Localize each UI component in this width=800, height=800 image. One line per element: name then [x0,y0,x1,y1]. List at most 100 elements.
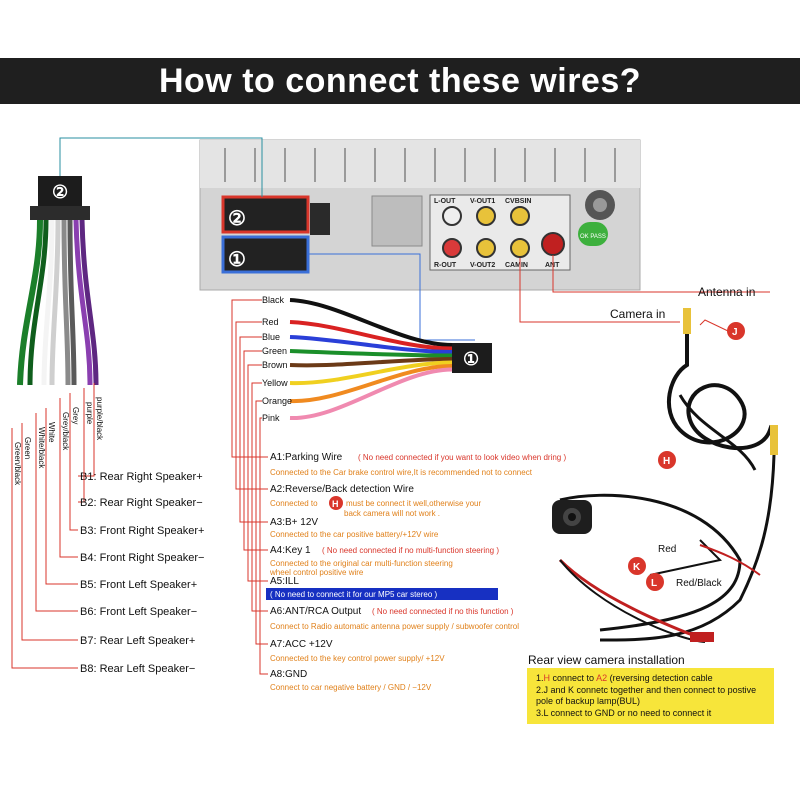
a6-label: A6:ANT/RCA Output [270,606,361,617]
left-wire-label: Green [23,437,32,459]
install-step-2b: pole of backup lamp(BUL) [536,696,640,706]
left-leader-line [78,388,85,503]
left-pin-list: B1: Rear Right Speaker+ B2: Rear Right Sp… [11,383,204,675]
left-pin-row: B3: Front Right Speaker+ [69,393,204,537]
a1-desc: Connected to the Car brake control wire,… [270,468,533,477]
a4-note: ( No need connected if no multi-function… [322,546,499,555]
marker-k-label: K [633,562,641,573]
a3-label: A3:B+ 12V [270,517,318,528]
right-wire-label: Black [262,295,285,305]
left-wire-label: Grey [71,407,80,424]
left-leader-line [59,398,78,558]
left-wire-label: purple/black [95,397,104,441]
wire-red-black-label: Red/Black [676,578,723,589]
a2-marker: H [332,499,339,509]
camera-in-line [519,258,680,323]
left-wire-color-0: purple/black [95,397,104,441]
right-wire-pink [289,367,453,421]
left-wire-color-4: White [47,422,56,443]
a2-label: A2:Reverse/Back detection Wire [270,484,414,495]
left-wire-color-1: purple [85,402,94,425]
rca-ports [442,206,565,258]
port-vout1: V-OUT1 [470,198,495,205]
connector-2-socket [221,195,330,235]
right-leader-line [247,364,268,582]
a2-desc-a: Connected to [270,499,318,508]
a6-desc: Connect to Radio automatic antenna power… [270,622,519,631]
a2-desc-c: back camera will not work . [344,509,440,518]
left-plug-label: ② [52,182,68,202]
a5-highlight-bg [266,588,498,600]
marker-l-label: L [651,578,657,589]
right-leader-lines [231,299,268,675]
a5-highlight: ( No need to connect it for our MP5 car … [270,590,438,599]
left-harness [17,176,99,386]
left-leader-line [69,393,78,531]
left-leader-line [78,383,95,477]
port-lout: L-OUT [434,198,456,205]
right-wire-label: Brown [262,360,288,370]
marker-j-label: J [732,327,738,338]
left-pin-label: B4: Front Right Speaker− [80,552,204,564]
a6-note: ( No need connected if no this function … [372,607,514,616]
right-wire-label: Orange [262,396,292,406]
left-pin-label: B1: Rear Right Speaker+ [80,471,203,483]
left-pin-row: B4: Front Right Speaker− [59,398,204,564]
right-pin-descriptions: A1:Parking Wire ( No need connected if y… [266,452,566,692]
link-connector-2 [59,137,263,197]
left-pin-row: B5: Front Left Speaker+ [45,408,197,591]
left-wire-color-3: Grey/black [61,412,70,451]
wire-red-label: Red [658,544,676,555]
socket-2-label: ② [228,208,246,230]
left-wire-color-5: White/black [37,427,46,469]
left-wire-label: Grey/black [61,412,70,451]
marker-h [658,451,676,469]
right-leader-line [231,299,268,458]
port-rout: R-OUT [434,262,457,269]
right-wire-yellow [289,360,453,386]
right-plug-label: ① [463,349,479,369]
left-leader-line [35,413,78,612]
right-wire-green [289,349,453,358]
left-pin-row: B1: Rear Right Speaker+ [78,383,203,483]
left-pin-label: B3: Front Right Speaker+ [80,525,204,537]
left-pin-label: B6: Front Left Speaker− [80,606,197,618]
left-pin-label: B7: Rear Left Speaker+ [80,635,195,647]
right-leader-line [259,417,268,675]
left-wire-color-2: Grey [71,407,80,424]
left-pin-row: B6: Front Left Speaker− [35,413,197,618]
left-pin-label: B8: Rear Left Speaker− [80,663,195,675]
left-wire-label: purple [85,402,94,425]
a4-desc2: wheel control positive wire [269,568,364,577]
right-wire-label: Pink [262,413,280,423]
link-connector-1 [308,253,475,341]
a5-label: A5:ILL [270,576,299,587]
a1-label: A1:Parking Wire [270,452,343,463]
right-harness-wires [289,298,453,421]
a4-desc: Connected to the original car multi-func… [270,559,453,568]
left-wire-label: White [47,422,56,443]
antenna-label: Antenna in [698,285,755,299]
right-leader-line [255,400,268,645]
right-wire-label: Blue [262,332,280,342]
a4-label: A4:Key 1 [270,545,311,556]
right-wire-red [289,320,453,351]
left-pin-row: B2: Rear Right Speaker− [78,388,203,509]
a8-label: A8:GND [270,669,307,680]
right-wire-orange [289,364,453,404]
right-wire-black [289,298,453,347]
left-pin-label: B2: Rear Right Speaker− [80,497,203,509]
a7-desc: Connected to the key control power suppl… [270,654,445,663]
right-wire-blue [289,335,453,354]
right-wire-label: Red [262,317,279,327]
port-vout2: V-OUT2 [470,262,495,269]
marker-h-label: H [663,456,670,467]
left-leader-line [11,428,78,669]
a3-desc: Connected to the car positive battery/+1… [270,530,439,539]
camera-cable [552,308,778,643]
a1-note: ( No need connected if you want to look … [358,453,566,462]
marker-h-inline [329,496,343,510]
